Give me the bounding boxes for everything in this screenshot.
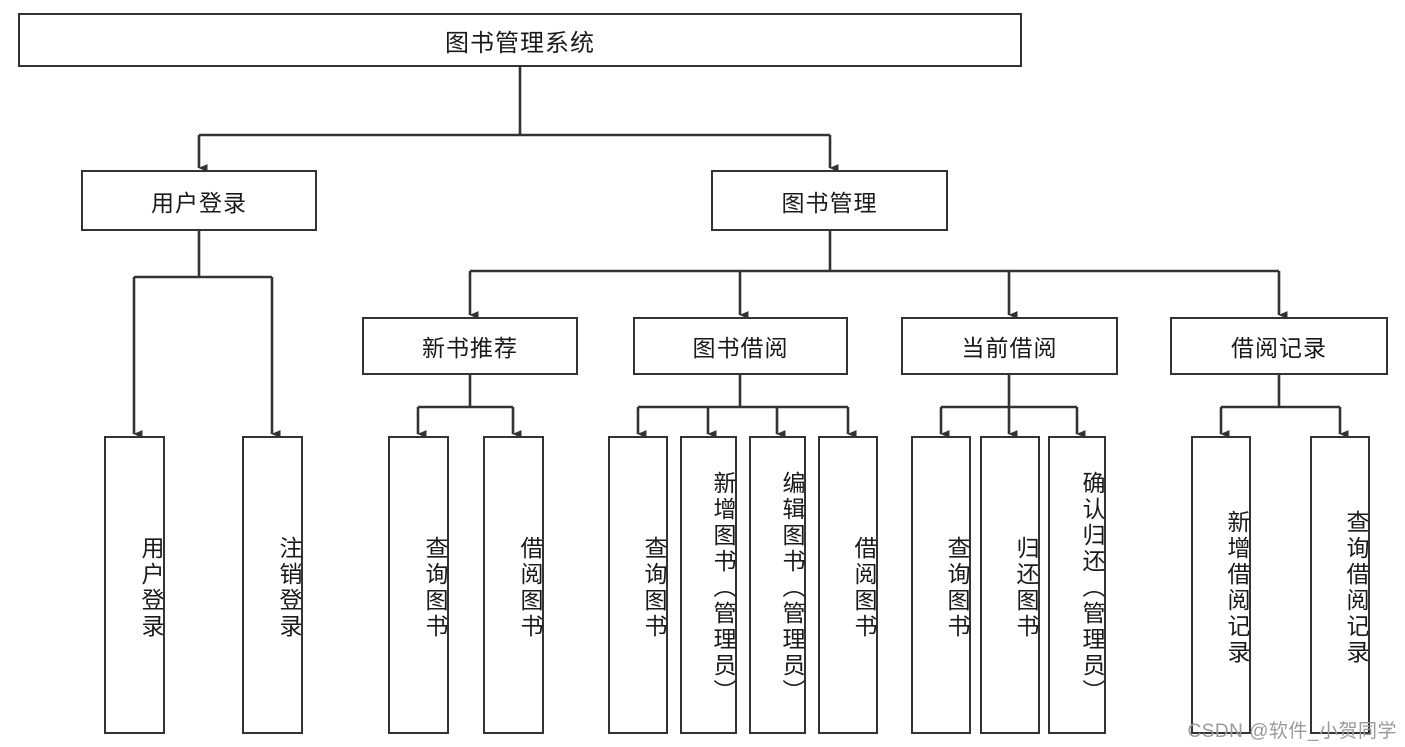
leaf-label: 查询借阅记录 xyxy=(1343,510,1369,666)
leaf-user-login-logout[interactable]: 注销登录 xyxy=(242,436,303,734)
leaf-book-borrow-edit[interactable]: 编辑图书（管理员） xyxy=(749,436,806,734)
node-book-management[interactable]: 图书管理 xyxy=(711,170,948,231)
leaf-label: 注销登录 xyxy=(276,536,302,640)
node-new-book-recommend[interactable]: 新书推荐 xyxy=(362,317,578,375)
leaf-label: 归还图书 xyxy=(1013,536,1039,640)
node-user-login[interactable]: 用户登录 xyxy=(81,170,317,231)
watermark-text: CSDN @软件_小贺同学 xyxy=(1187,721,1397,742)
leaf-borrow-record-add[interactable]: 新增借阅记录 xyxy=(1191,436,1251,734)
leaf-label: 新增图书（管理员） xyxy=(710,471,736,705)
leaf-book-borrow-add[interactable]: 新增图书（管理员） xyxy=(680,436,737,734)
leaf-user-login-login[interactable]: 用户登录 xyxy=(104,436,165,734)
leaf-new-book-borrow[interactable]: 借阅图书 xyxy=(483,436,544,734)
node-borrow-record[interactable]: 借阅记录 xyxy=(1170,317,1388,375)
node-book-borrow[interactable]: 图书借阅 xyxy=(633,317,848,375)
leaf-current-borrow-return[interactable]: 归还图书 xyxy=(980,436,1040,734)
leaf-label: 查询图书 xyxy=(422,536,448,640)
leaf-label: 编辑图书（管理员） xyxy=(779,471,805,705)
leaf-label: 借阅图书 xyxy=(851,536,877,640)
leaf-current-borrow-query[interactable]: 查询图书 xyxy=(911,436,971,734)
leaf-new-book-query[interactable]: 查询图书 xyxy=(388,436,449,734)
leaf-borrow-record-query[interactable]: 查询借阅记录 xyxy=(1310,436,1370,734)
leaf-current-borrow-confirm-return[interactable]: 确认归还（管理员） xyxy=(1048,436,1106,734)
node-root-system[interactable]: 图书管理系统 xyxy=(18,13,1022,67)
leaf-label: 确认归还（管理员） xyxy=(1079,471,1105,705)
leaf-label: 查询图书 xyxy=(641,536,667,640)
leaf-book-borrow-borrow[interactable]: 借阅图书 xyxy=(818,436,878,734)
leaf-book-borrow-query[interactable]: 查询图书 xyxy=(608,436,668,734)
leaf-label: 借阅图书 xyxy=(517,536,543,640)
leaf-label: 新增借阅记录 xyxy=(1224,510,1250,666)
leaf-label: 查询图书 xyxy=(944,536,970,640)
leaf-label: 用户登录 xyxy=(138,536,164,640)
node-current-borrow[interactable]: 当前借阅 xyxy=(901,317,1118,375)
